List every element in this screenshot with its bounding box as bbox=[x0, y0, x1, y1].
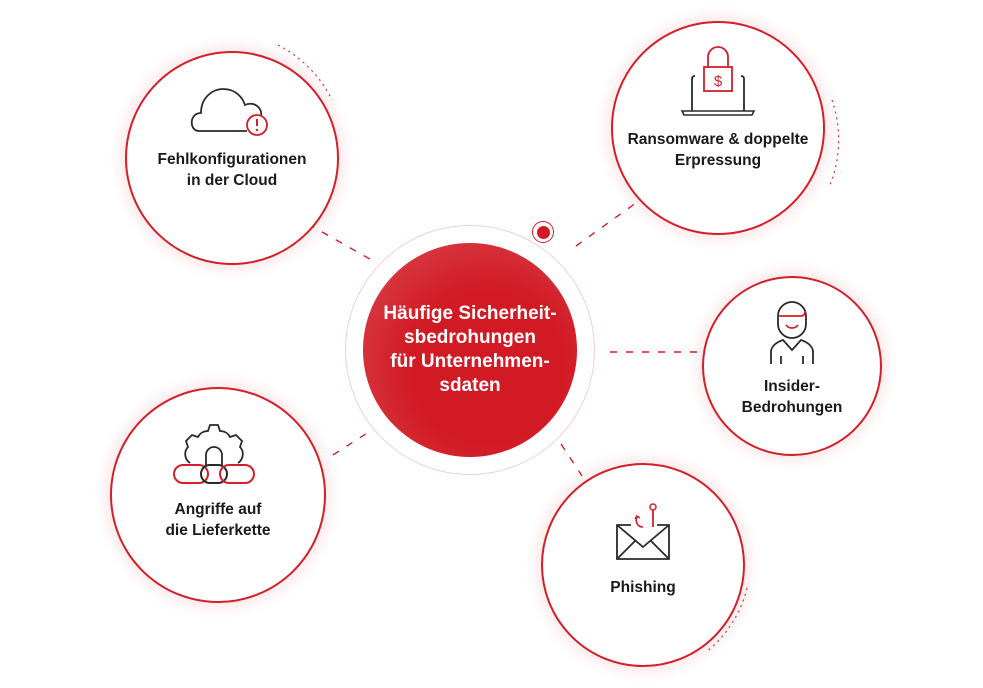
node-label-line: in der Cloud bbox=[186, 172, 278, 189]
node-label-line: Erpressung bbox=[674, 152, 762, 169]
node-label-line: Bedrohungen bbox=[741, 399, 843, 416]
center-hub: Häufige Sicherheit- sbedrohungen für Unt… bbox=[363, 243, 577, 457]
connector-ransomware bbox=[575, 199, 641, 247]
node-insider: Insider- Bedrohungen bbox=[702, 276, 882, 456]
connector-cloud bbox=[307, 223, 376, 263]
node-label-line: Angriffe auf bbox=[174, 501, 262, 518]
envelope-hook-icon bbox=[616, 503, 670, 560]
svg-text:$: $ bbox=[714, 73, 723, 90]
node-label-line: Ransomware & doppelte bbox=[627, 131, 809, 148]
person-icon bbox=[770, 301, 814, 364]
center-title-line: sdaten bbox=[439, 375, 501, 396]
node-label-line: Fehlkonfigurationen bbox=[157, 151, 307, 168]
node-label: Fehlkonfigurationen in der Cloud bbox=[158, 149, 307, 191]
cloud-warning-icon bbox=[190, 88, 268, 136]
ring-marker-dot bbox=[532, 221, 554, 243]
connector-supply bbox=[332, 427, 376, 456]
node-supply-chain: Angriffe auf die Lieferkette bbox=[110, 387, 326, 603]
center-title-line: Häufige Sicherheit- bbox=[383, 303, 557, 324]
node-ransomware: $ Ransomware & doppelte Erpressung bbox=[611, 21, 825, 235]
dotted-arc-ransomware bbox=[829, 99, 840, 186]
node-label: Ransomware & doppelte Erpressung bbox=[628, 129, 809, 171]
connector-phishing bbox=[560, 443, 583, 477]
node-label-line: Phishing bbox=[610, 579, 676, 596]
node-cloud-misconfig: Fehlkonfigurationen in der Cloud bbox=[125, 51, 339, 265]
node-label-line: die Lieferkette bbox=[165, 522, 271, 539]
node-label-line: Insider- bbox=[764, 378, 820, 395]
center-title-line: sbedrohungen bbox=[404, 327, 536, 348]
node-phishing: Phishing bbox=[541, 463, 745, 667]
laptop-lock-dollar-icon: $ bbox=[680, 46, 756, 116]
gear-chain-icon bbox=[173, 424, 255, 484]
center-title: Häufige Sicherheit- sbedrohungen für Unt… bbox=[375, 302, 565, 398]
node-label: Phishing bbox=[610, 577, 675, 598]
center-title-line: für Unternehmen- bbox=[390, 351, 550, 372]
dotted-arc-phishing bbox=[705, 587, 748, 653]
dotted-arc-cloud bbox=[277, 44, 333, 101]
node-label: Insider- Bedrohungen bbox=[742, 376, 843, 418]
node-label: Angriffe auf die Lieferkette bbox=[165, 499, 270, 541]
